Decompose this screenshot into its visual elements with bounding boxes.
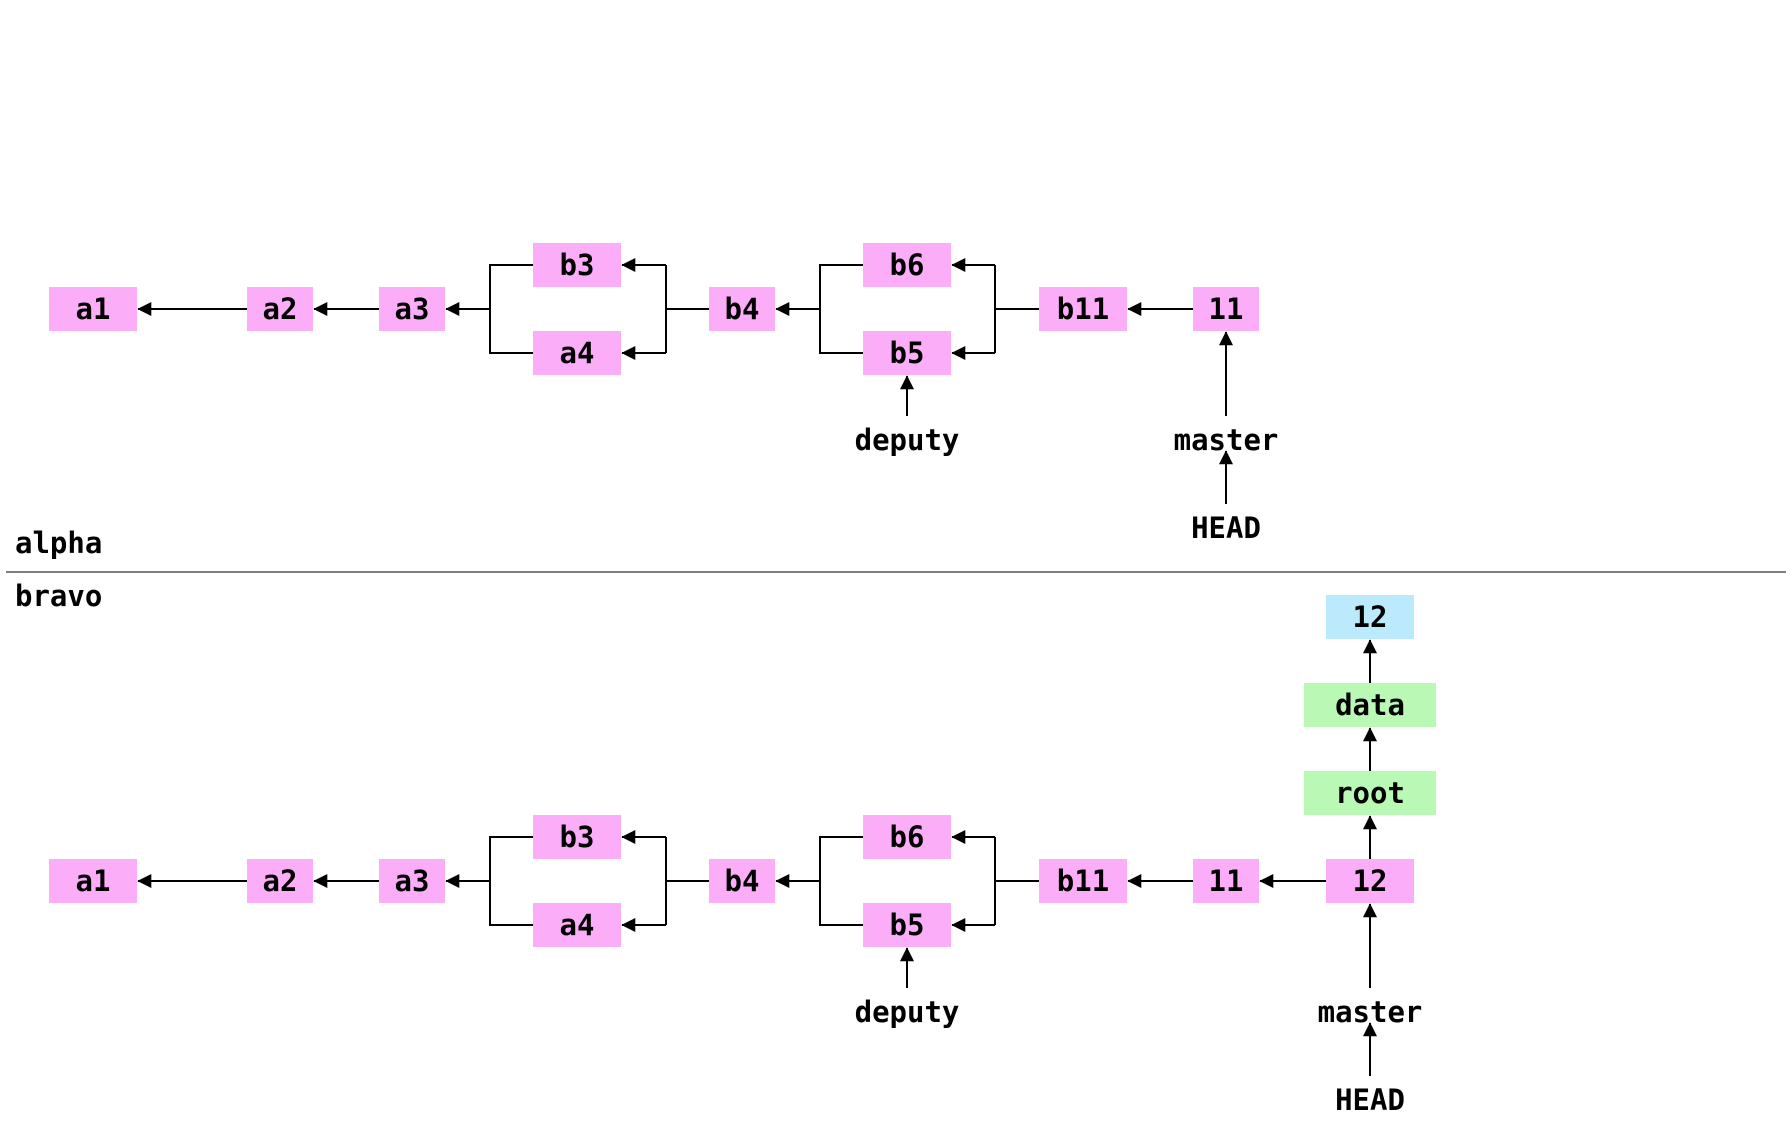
node-b4: b4 [709,859,775,903]
commit-box [863,243,951,287]
commit-box [247,859,313,903]
node-c12: 12 [1326,859,1414,903]
node-b11: b11 [1039,287,1127,331]
node-label: 12 [1353,600,1388,634]
commit-box [863,331,951,375]
bracket-b6-b5 [819,264,863,354]
node-label: data [1335,688,1405,722]
node-label: b6 [890,820,925,854]
commit-box [379,859,445,903]
ref-deputy: deputy [855,423,960,457]
blob-box [1326,595,1414,639]
ref-head: HEAD [1335,1083,1405,1117]
node-label: b3 [560,820,595,854]
node-label: a3 [395,864,430,898]
bracket-b6-b5 [819,836,863,926]
ref-deputy: deputy [855,995,960,1029]
commit-box [1326,859,1414,903]
nodes-layer: a1 a2 a3 b3 a4 b4 b6 b5 b11 11 a1 a2 a3 b3 a4 b4 b6 b5 b11… [49,243,1436,947]
node-label: b6 [890,248,925,282]
panel-layer: alpha bravo [6,526,1786,613]
node-root: root [1304,771,1436,815]
node-label: a2 [263,864,298,898]
commit-box [1193,287,1259,331]
node-b11: b11 [1039,859,1127,903]
commit-box [379,287,445,331]
node-label: b5 [890,908,925,942]
node-a4: a4 [533,331,621,375]
node-a3: a3 [379,287,445,331]
node-label: b3 [560,248,595,282]
node-a3: a3 [379,859,445,903]
node-b3: b3 [533,243,621,287]
commit-box [49,287,137,331]
node-b6: b6 [863,243,951,287]
commit-box [1039,287,1127,331]
bracket-b3-a4 [489,264,533,354]
alpha-edges [137,258,1233,504]
node-b5: b5 [863,903,951,947]
ref-master: master [1318,995,1423,1029]
commit-box [1039,859,1127,903]
node-b4: b4 [709,287,775,331]
commit-box [247,287,313,331]
ref-master: master [1174,423,1279,457]
node-label: a4 [560,336,595,370]
node-label: a4 [560,908,595,942]
node-a1: a1 [49,859,137,903]
tree-box [1304,683,1436,727]
node-label: b11 [1057,292,1109,326]
node-label: b4 [725,864,760,898]
node-a1: a1 [49,287,137,331]
edges-layer [137,258,1377,1076]
repo-label-alpha: alpha [15,526,102,560]
node-a2: a2 [247,859,313,903]
node-label: a1 [76,292,111,326]
repo-label-bravo: bravo [15,579,102,613]
ref-head: HEAD [1191,511,1261,545]
commit-box [709,859,775,903]
node-b3: b3 [533,815,621,859]
node-data: data [1304,683,1436,727]
bravo-edges [137,639,1377,1076]
node-label: a3 [395,292,430,326]
commit-box [533,903,621,947]
node-label: a2 [263,292,298,326]
node-label: a1 [76,864,111,898]
commit-box [533,331,621,375]
commit-box [709,287,775,331]
node-b5: b5 [863,331,951,375]
node-label: b11 [1057,864,1109,898]
node-label: 11 [1209,292,1244,326]
node-c11: 11 [1193,859,1259,903]
tree-box [1304,771,1436,815]
node-label: 12 [1353,864,1388,898]
commit-box [533,243,621,287]
node-label: b4 [725,292,760,326]
node-label: b5 [890,336,925,370]
node-a2: a2 [247,287,313,331]
bracket-b3-a4 [489,836,533,926]
node-label: 11 [1209,864,1244,898]
node-a4: a4 [533,903,621,947]
node-b6: b6 [863,815,951,859]
commit-box [863,903,951,947]
commit-box [533,815,621,859]
commit-box [49,859,137,903]
commit-box [1193,859,1259,903]
node-label: root [1335,776,1405,810]
node-blob12: 12 [1326,595,1414,639]
commit-box [863,815,951,859]
node-c11: 11 [1193,287,1259,331]
